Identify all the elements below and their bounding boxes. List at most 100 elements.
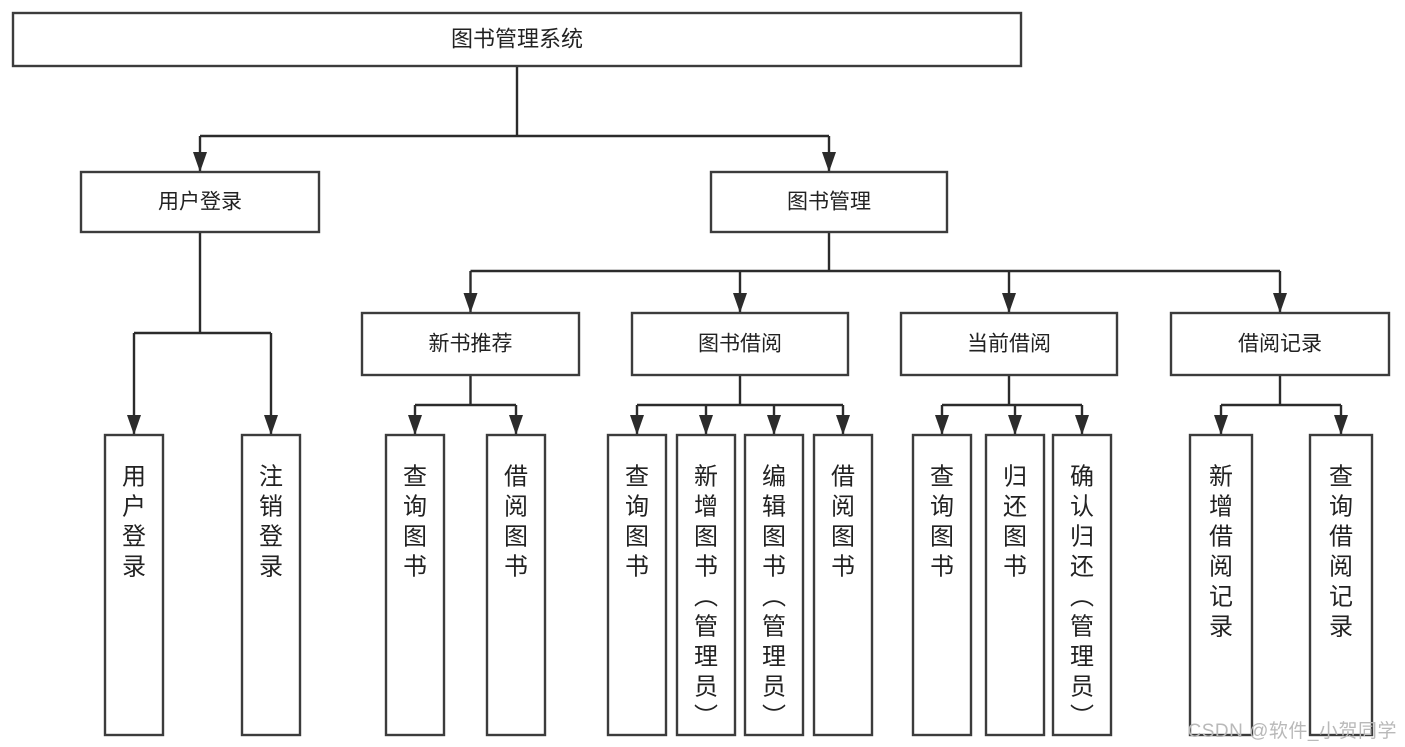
svg-text:归: 归	[1003, 463, 1027, 490]
node-root[interactable]	[11, 11, 1023, 68]
svg-text:录: 录	[1209, 613, 1233, 640]
leaf-3-0[interactable]	[1188, 433, 1254, 737]
arrow-head-icon	[1075, 415, 1089, 435]
svg-text:用: 用	[122, 463, 146, 490]
arrow-head-icon	[193, 152, 207, 172]
arrow-head-icon	[264, 415, 278, 435]
leaf-1-3[interactable]	[812, 433, 874, 737]
svg-text:登: 登	[259, 523, 283, 550]
arrow-head-icon	[767, 415, 781, 435]
arrow-head-icon	[509, 415, 523, 435]
svg-text:阅: 阅	[1329, 553, 1353, 580]
leaf-user-label-0: 用户登录	[122, 463, 146, 580]
diagram-nodes: 图书管理系统用户登录图书管理用户登录注销登录新书推荐查询图书借阅图书图书借阅查询…	[11, 11, 1391, 737]
svg-text:还: 还	[1003, 493, 1027, 520]
node-level2-label-1: 图书管理	[787, 191, 871, 214]
arrow-head-icon	[733, 293, 747, 313]
svg-text:录: 录	[259, 553, 283, 580]
svg-text:录: 录	[1329, 613, 1353, 640]
leaf-2-1[interactable]	[984, 433, 1046, 737]
svg-text:借: 借	[1329, 523, 1353, 550]
arrow-head-icon	[1334, 415, 1348, 435]
leaf-0-1[interactable]	[485, 433, 547, 737]
svg-text:图: 图	[694, 523, 718, 550]
leaf-0-0[interactable]	[384, 433, 446, 737]
svg-text:书: 书	[403, 553, 427, 580]
svg-text:询: 询	[1329, 493, 1353, 520]
svg-text:借: 借	[1209, 523, 1233, 550]
svg-text:增: 增	[694, 493, 718, 520]
svg-text:查: 查	[930, 463, 954, 490]
svg-text:阅: 阅	[831, 493, 855, 520]
svg-text:员: 员	[762, 673, 786, 700]
svg-text:还: 还	[1070, 553, 1094, 580]
svg-text:归: 归	[1070, 523, 1094, 550]
svg-text:阅: 阅	[1209, 553, 1233, 580]
svg-text:录: 录	[122, 553, 146, 580]
svg-text:︶: ︶	[1070, 703, 1094, 730]
node-group-label-2: 当前借阅	[967, 333, 1051, 356]
node-group-label-1: 图书借阅	[698, 333, 782, 356]
arrow-head-icon	[630, 415, 644, 435]
svg-text:阅: 阅	[504, 493, 528, 520]
node-level2-0[interactable]	[79, 170, 321, 234]
svg-text:确: 确	[1070, 463, 1094, 490]
leaf-2-2[interactable]	[1051, 433, 1113, 737]
svg-text:理: 理	[1070, 643, 1094, 670]
arrow-head-icon	[1002, 293, 1016, 313]
leaf-user-0[interactable]	[103, 433, 165, 737]
node-group-3[interactable]	[1169, 311, 1391, 377]
svg-text:︵: ︵	[694, 583, 718, 610]
svg-text:员: 员	[1070, 673, 1094, 700]
svg-text:销: 销	[259, 493, 283, 520]
leaf-3-1[interactable]	[1308, 433, 1374, 737]
svg-text:书: 书	[831, 553, 855, 580]
leaf-2-0[interactable]	[911, 433, 973, 737]
arrow-head-icon	[935, 415, 949, 435]
svg-text:编: 编	[762, 463, 786, 490]
node-level2-label-0: 用户登录	[158, 191, 242, 214]
node-group-1[interactable]	[630, 311, 850, 377]
svg-text:记: 记	[1329, 583, 1353, 610]
arrow-head-icon	[1214, 415, 1228, 435]
svg-text:注: 注	[259, 463, 283, 490]
svg-text:理: 理	[694, 643, 718, 670]
arrow-head-icon	[1273, 293, 1287, 313]
arrow-head-icon	[1008, 415, 1022, 435]
leaf-1-2[interactable]	[743, 433, 805, 737]
node-level2-1[interactable]	[709, 170, 949, 234]
svg-text:书: 书	[504, 553, 528, 580]
svg-text:理: 理	[762, 643, 786, 670]
node-group-2[interactable]	[899, 311, 1119, 377]
arrow-head-icon	[822, 152, 836, 172]
svg-text:图: 图	[1003, 523, 1027, 550]
svg-text:书: 书	[694, 553, 718, 580]
leaf-user-1[interactable]	[240, 433, 302, 737]
arrow-head-icon	[127, 415, 141, 435]
svg-text:查: 查	[1329, 463, 1353, 490]
svg-text:查: 查	[403, 463, 427, 490]
svg-text:图: 图	[762, 523, 786, 550]
svg-text:登: 登	[122, 523, 146, 550]
svg-text:管: 管	[1070, 613, 1094, 640]
connector-lines	[127, 66, 1348, 435]
leaf-1-0[interactable]	[606, 433, 668, 737]
svg-text:借: 借	[504, 463, 528, 490]
svg-text:图: 图	[403, 523, 427, 550]
svg-text:管: 管	[762, 613, 786, 640]
svg-text:认: 认	[1070, 493, 1094, 520]
leaf-1-1[interactable]	[675, 433, 737, 737]
node-group-0[interactable]	[360, 311, 581, 377]
arrow-head-icon	[463, 293, 478, 313]
